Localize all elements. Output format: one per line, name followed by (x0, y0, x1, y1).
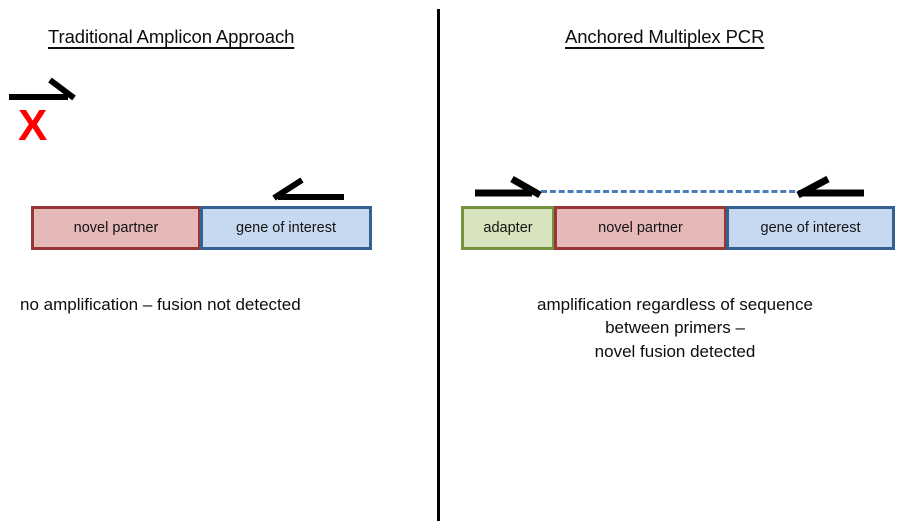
forward-primer-arrow-icon (9, 77, 76, 101)
caption-anchored: amplification regardless of sequence bet… (455, 293, 895, 363)
panel-title-traditional: Traditional Amplicon Approach (48, 26, 295, 47)
caption-line: novel fusion detected (594, 341, 756, 361)
amplicon-dashed-line (541, 190, 804, 193)
panel-divider (437, 9, 440, 521)
caption-line: amplification regardless of sequence (537, 295, 813, 314)
panel-title-anchored: Anchored Multiplex PCR (565, 26, 765, 47)
no-amplification-x-marker: X (18, 101, 48, 150)
reverse-primer-arrow-icon (272, 177, 344, 201)
block-adapter: adapter (461, 206, 555, 250)
block-gene-of-interest: gene of interest (200, 206, 372, 250)
block-novel-partner: novel partner (31, 206, 201, 250)
caption-traditional: no amplification – fusion not detected (20, 295, 301, 314)
block-gene-of-interest: gene of interest (726, 206, 895, 250)
reverse-primer-arrow-icon (796, 175, 864, 199)
block-novel-partner: novel partner (554, 206, 727, 250)
caption-line: between primers – (605, 318, 745, 338)
forward-primer-arrow-icon (475, 175, 542, 199)
